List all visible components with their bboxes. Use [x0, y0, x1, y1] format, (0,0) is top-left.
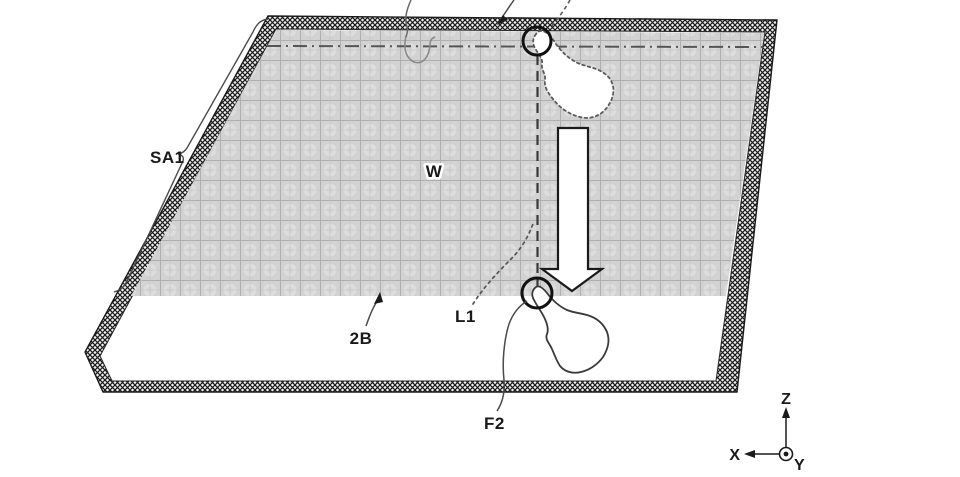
top-boundary-dashline: [266, 45, 764, 48]
y-axis-origin-dot: [783, 451, 789, 457]
top-leader-arrowhead: [497, 15, 508, 25]
axis-indicator: Z X Y: [729, 391, 805, 474]
label-sa1: SA1: [150, 148, 185, 167]
label-w: W: [426, 162, 443, 181]
axis-label-x: X: [729, 447, 740, 464]
hand-outline-top: [532, 30, 615, 119]
top-leader-notch: [405, 0, 412, 38]
hand-outline-bottom: [531, 285, 610, 374]
down-arrow: [538, 126, 606, 293]
label-f2: F2: [484, 414, 505, 433]
f2-leader-line: [496, 300, 528, 412]
2b-leader-line: [365, 302, 377, 327]
label-2b: 2B: [350, 329, 373, 348]
z-axis-arrowhead: [782, 407, 790, 418]
label-l1: L1: [455, 307, 476, 326]
l1-leader-line: [472, 220, 535, 305]
bottom-contact-circle: [520, 276, 554, 310]
axis-label-y: Y: [794, 457, 805, 474]
top-leader-circle-dashed: [549, 0, 571, 29]
sa1-brace: [113, 18, 269, 293]
x-axis-arrowhead: [744, 450, 755, 458]
axis-label-z: Z: [781, 391, 791, 408]
top-contact-circle: [521, 25, 553, 57]
notch-detail: [404, 35, 436, 64]
2b-leader-arrowhead: [374, 292, 383, 304]
